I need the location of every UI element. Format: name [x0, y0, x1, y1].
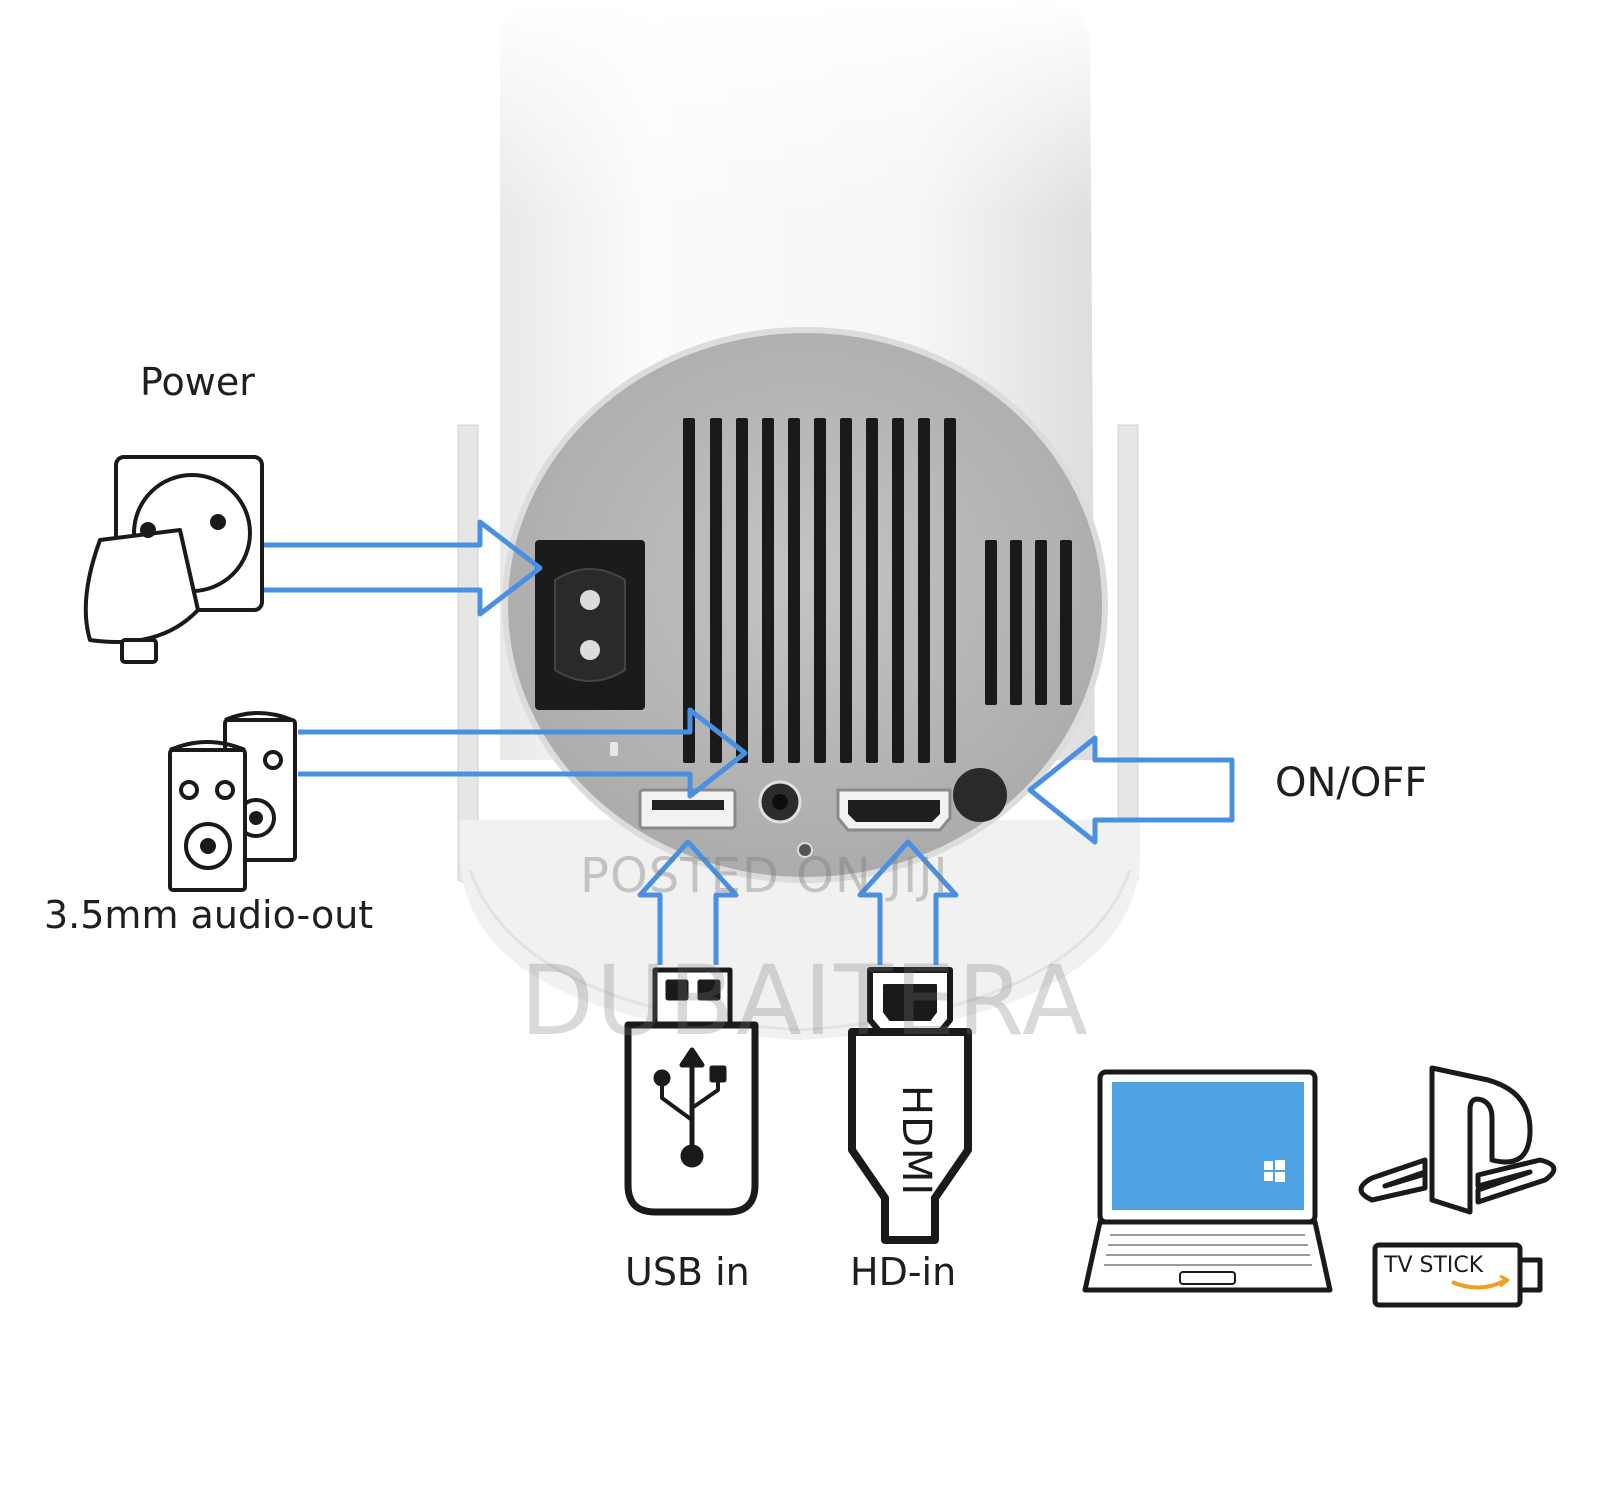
arrow-audio [298, 707, 748, 799]
vent-slot [683, 418, 695, 763]
vent-slot [892, 418, 904, 763]
label-usb-in: USB in [625, 1250, 750, 1294]
tv-stick-text: TV STICK [1384, 1253, 1484, 1278]
side-vents [985, 540, 1072, 705]
power-button [953, 768, 1007, 822]
indicator-led [610, 742, 618, 756]
speakers-icon [168, 711, 297, 892]
label-on-off: ON/OFF [1275, 760, 1428, 806]
hdmi-plug-icon [848, 967, 972, 1244]
arrow-onoff [1027, 735, 1235, 845]
audio-jack [758, 780, 802, 824]
label-audio-out: 3.5mm audio-out [44, 893, 374, 937]
hdmi-port [836, 788, 952, 832]
vent-slot [840, 418, 852, 763]
vent-slot [710, 418, 722, 763]
vent-slot [1060, 540, 1072, 705]
vent-slot [944, 418, 956, 763]
vent-slot [985, 540, 997, 705]
vent-slot [788, 418, 800, 763]
wall-socket-plug-icon [83, 455, 264, 664]
tv-stick-icon [1372, 1242, 1543, 1308]
playstation-logo-icon [1358, 1065, 1557, 1215]
vent-slot [814, 418, 826, 763]
vent-slot [1010, 540, 1022, 705]
label-hd-in: HD-in [850, 1250, 957, 1294]
vent-slot [1035, 540, 1047, 705]
vent-slot [866, 418, 878, 763]
label-power: Power [140, 360, 255, 404]
vent-slot [762, 418, 774, 763]
usb-stick-icon [624, 967, 759, 1216]
vent-slot [918, 418, 930, 763]
arrow-usb [637, 839, 739, 965]
arrow-power [262, 519, 543, 617]
laptop-icon [1082, 1069, 1333, 1293]
vent-slot [736, 418, 748, 763]
power-inlet [535, 540, 645, 710]
screw [797, 842, 813, 858]
windows-logo-icon [1264, 1160, 1285, 1182]
main-vents [683, 418, 956, 763]
hdmi-plug-text: HDMI [893, 1085, 939, 1197]
arrow-hdmi [857, 839, 959, 965]
